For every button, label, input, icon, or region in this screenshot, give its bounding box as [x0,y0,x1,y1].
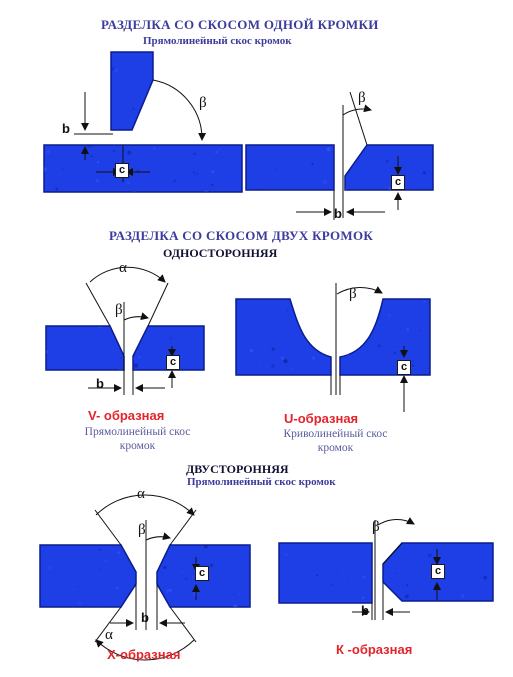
root-face-c-u: c [397,360,411,375]
caption-u-line1: Криволинейный скос [283,428,388,440]
plate-butt-left [245,144,335,191]
subtitle-straight-bevel-2: Прямолинейный скос кромок [187,476,336,488]
label-u-shaped: U-образная [284,411,359,426]
angle-beta-v: β [115,302,123,318]
root-face-c-v: c [166,355,180,370]
title-double-edge-bevel: РАЗДЕЛКА СО СКОСОМ ДВУХ КРОМОК [109,228,374,243]
label-k-shaped: К -образная [336,642,413,657]
angle-beta-butt: β [358,90,366,106]
caption-v-line2: кромок [119,440,156,452]
header-one-sided: ОДНОСТОРОННЯЯ [163,246,278,260]
title-single-edge-bevel: РАЗДЕЛКА СО СКОСОМ ОДНОЙ КРОМКИ [101,17,379,32]
label-x-shaped: Х-образная [107,647,181,662]
plate-butt-right-bevel [344,144,434,191]
angle-beta-tee: β [199,95,207,111]
plate-u-left [235,298,332,376]
plate-k-left [278,542,373,604]
gap-b-tee: b [62,121,70,136]
gap-b-k: b [361,603,369,618]
gap-b-butt: b [334,206,342,221]
metal-plates [39,51,494,608]
plate-tee-base [43,144,243,193]
angle-beta-x: β [138,522,146,538]
root-face-c-tee: c [115,163,129,178]
angle-beta-u: β [349,286,357,302]
root-face-c-x: c [195,566,209,581]
header-two-sided: ДВУСТОРОННЯЯ [186,462,289,476]
gap-b-v: b [96,376,104,391]
root-face-c-k: c [431,564,445,579]
angle-alpha-x-bottom: α [105,627,113,643]
gap-b-x: b [141,610,149,625]
dimension-lines [74,79,441,661]
root-face-c-butt: c [391,175,405,190]
caption-v-line1: Прямолинейный скос [84,426,191,438]
plate-x-left [39,544,137,608]
angle-alpha-v: α [119,260,127,276]
plate-tee-upright [110,51,154,131]
angle-alpha-x-top: α [137,486,145,502]
plate-v-left [45,325,125,371]
plate-u-right [339,298,431,376]
subtitle-straight-bevel-1: Прямолинейный скос кромок [143,35,292,47]
angle-beta-k: β [372,519,380,535]
label-v-shaped: V- образная [88,408,165,423]
caption-u-line2: кромок [317,442,354,454]
